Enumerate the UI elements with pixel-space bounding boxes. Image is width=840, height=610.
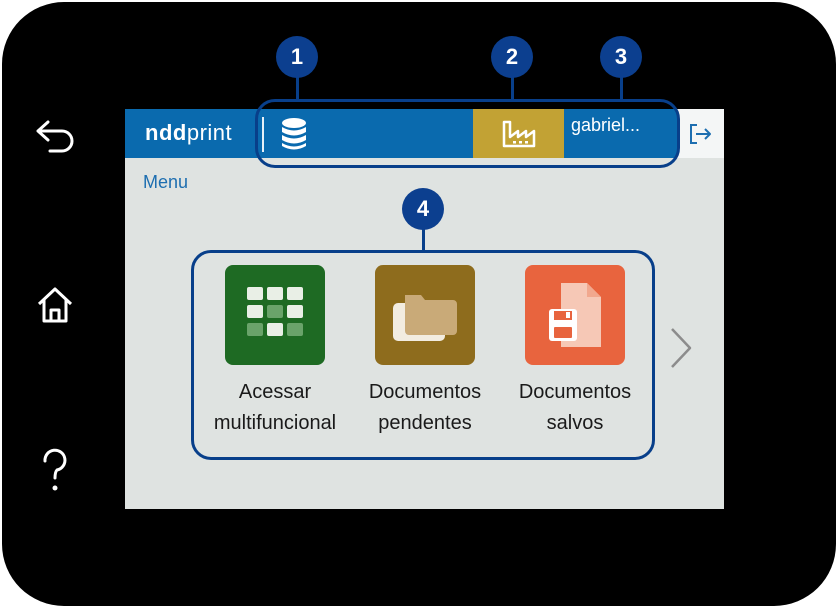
callout-box-topbar bbox=[255, 99, 680, 168]
help-icon bbox=[43, 448, 67, 491]
logo-separator bbox=[262, 117, 264, 152]
chevron-right-icon[interactable] bbox=[669, 326, 693, 370]
callout-box-tiles bbox=[191, 250, 655, 460]
callout-line-1 bbox=[296, 76, 299, 101]
back-button[interactable] bbox=[30, 112, 80, 162]
username-label[interactable]: gabriel... bbox=[571, 115, 641, 135]
menu-title: Menu bbox=[143, 172, 189, 192]
saved-documents-tile[interactable] bbox=[525, 265, 625, 365]
callout-line-4 bbox=[422, 228, 425, 252]
saved-document-icon bbox=[549, 283, 601, 347]
home-button[interactable] bbox=[30, 280, 80, 330]
home-icon bbox=[37, 287, 73, 323]
database-icon[interactable] bbox=[275, 115, 313, 153]
tile-label-saved: Documentos salvos bbox=[518, 381, 632, 434]
access-device-tile[interactable] bbox=[225, 265, 325, 365]
callout-badge-3: 3 bbox=[600, 36, 642, 78]
callout-line-2 bbox=[511, 76, 514, 101]
folder-icon bbox=[393, 295, 457, 341]
back-arrow-icon bbox=[36, 120, 74, 153]
factory-button[interactable] bbox=[473, 109, 564, 158]
pending-documents-tile[interactable] bbox=[375, 265, 475, 365]
logout-button[interactable] bbox=[677, 109, 724, 158]
callout-badge-4: 4 bbox=[402, 188, 444, 230]
callout-badge-1: 1 bbox=[276, 36, 318, 78]
tile-label-pending: Documentos pendentes bbox=[368, 381, 482, 434]
factory-icon bbox=[502, 120, 535, 147]
logout-icon bbox=[689, 123, 711, 144]
grid-icon bbox=[247, 287, 303, 336]
callout-badge-2: 2 bbox=[491, 36, 533, 78]
callout-line-3 bbox=[620, 76, 623, 101]
tile-label-access: Acessar multifuncional bbox=[213, 381, 337, 434]
help-button[interactable] bbox=[30, 446, 80, 496]
